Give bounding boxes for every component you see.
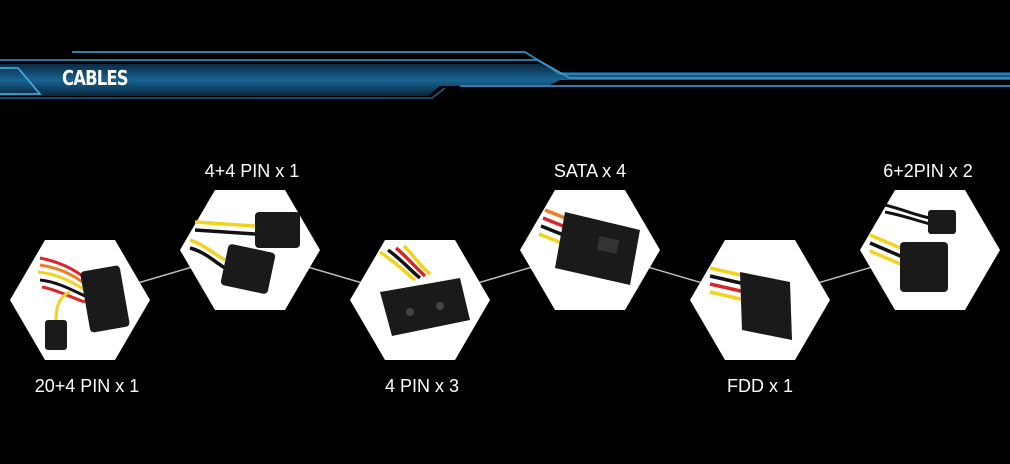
- cable-label-molex-4pin: 4 PIN x 3: [384, 376, 460, 396]
- sata-power-connector-icon: [538, 208, 640, 285]
- hexagon-pcie-8pin: [860, 190, 1000, 310]
- hexagon-eps-8pin: [180, 190, 320, 310]
- header-banner-shape: [0, 64, 1010, 96]
- fdd-floppy-connector-icon: [709, 266, 792, 340]
- section-title: CABLES: [62, 66, 129, 90]
- hexagon-atx-24pin: [10, 240, 150, 360]
- hexagon-fdd: [690, 240, 830, 360]
- header-line-bottom: [0, 87, 446, 99]
- molex-4pin-connector-icon: [379, 244, 470, 336]
- header-accent-stroke: [0, 67, 42, 95]
- header-banner: [0, 51, 1010, 99]
- cable-label-sata: SATA x 4: [553, 161, 627, 181]
- cable-label-pcie-8pin: 6+2PIN x 2: [883, 161, 973, 181]
- hexagon-molex-4pin: [350, 240, 490, 360]
- pcie-8pin-connector-icon: [869, 203, 956, 292]
- eps-8pin-connector-icon: [189, 212, 300, 294]
- hexagon-sata: [520, 190, 660, 310]
- cable-label-eps-8pin: 4+4 PIN x 1: [204, 161, 300, 181]
- cable-label-fdd: FDD x 1: [726, 376, 794, 396]
- header-line-upper: [0, 59, 1010, 79]
- cable-label-atx-24pin: 20+4 PIN x 1: [34, 376, 140, 396]
- atx-24pin-connector-icon: [37, 256, 130, 350]
